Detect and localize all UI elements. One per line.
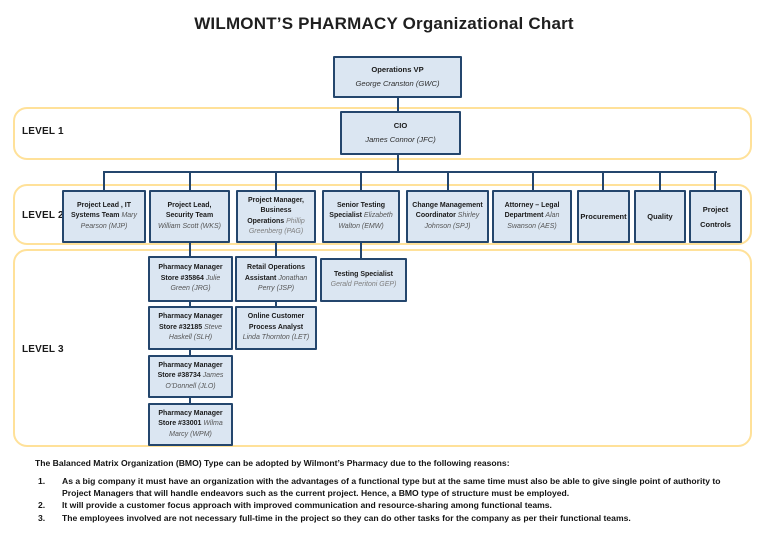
- org-box-jsp: Retail Operations Assistant Jonathan Per…: [235, 256, 317, 302]
- list-item: 2. It will provide a customer focus appr…: [38, 500, 750, 512]
- org-box-procurement: Procurement: [577, 190, 630, 243]
- level1-label: LEVEL 1: [22, 126, 64, 137]
- org-box-operations-vp: Operations VP George Cranston (GWC): [333, 56, 462, 98]
- connector-pag-l3: [275, 242, 277, 257]
- connector-drop-9: [714, 171, 716, 191]
- connector-vp-cio: [397, 98, 399, 112]
- org-box-pag: Project Manager, Business Operations Phi…: [236, 190, 316, 243]
- page-title: WILMONT’S PHARMACY Organizational Chart: [194, 14, 574, 33]
- notes-intro: The Balanced Matrix Organization (BMO) T…: [35, 458, 510, 468]
- org-box-jlo: Pharmacy Manager Store #38734 James O’Do…: [148, 355, 233, 398]
- org-box-gep: Testing Specialist Gerald Peritoni GEP): [320, 258, 407, 302]
- level1-band: [13, 107, 752, 160]
- org-box-aes: Attorney – Legal Department Alan Swanson…: [492, 190, 572, 243]
- connector-chain-4: [275, 301, 277, 307]
- org-box-let: Online Customer Process Analyst Linda Th…: [235, 306, 317, 350]
- list-item-text: It will provide a customer focus approac…: [62, 500, 552, 511]
- connector-drop-1: [103, 171, 105, 191]
- connector-drop-8: [659, 171, 661, 191]
- org-box-slh: Pharmacy Manager Store #32185 Steve Hask…: [148, 306, 233, 350]
- list-item-text: As a big company it must have an organiz…: [62, 476, 721, 498]
- connector-chain-3: [189, 397, 191, 404]
- level2-band: [13, 184, 752, 245]
- connector-drop-3: [275, 171, 277, 191]
- notes-list: 1. As a big company it must have an orga…: [38, 476, 750, 524]
- level3-band: [13, 249, 752, 447]
- connector-bus: [103, 171, 717, 173]
- connector-cio-bus: [397, 155, 399, 173]
- org-box-spj: Change Management Coordinator Shirley Jo…: [406, 190, 489, 243]
- list-item: 3. The employees involved are not necess…: [38, 513, 750, 525]
- connector-emw-l3: [360, 242, 362, 259]
- list-item: 1. As a big company it must have an orga…: [38, 476, 750, 499]
- list-item-number: 2.: [38, 500, 46, 511]
- org-box-wks: Project Lead, Security Team William Scot…: [149, 190, 230, 243]
- level3-label: LEVEL 3: [22, 344, 64, 355]
- level2-label: LEVEL 2: [22, 210, 64, 221]
- connector-drop-7: [602, 171, 604, 191]
- connector-wks-l3: [189, 242, 191, 257]
- org-box-project-controls: Project Controls: [689, 190, 742, 243]
- list-item-text: The employees involved are not necessary…: [62, 512, 631, 523]
- org-box-wpm: Pharmacy Manager Store #33001 Wilma Marc…: [148, 403, 233, 446]
- connector-drop-4: [360, 171, 362, 191]
- connector-chain-2: [189, 349, 191, 356]
- list-item-number: 3.: [38, 512, 46, 523]
- connector-drop-6: [532, 171, 534, 191]
- connector-drop-5: [447, 171, 449, 191]
- connector-chain-1: [189, 301, 191, 307]
- org-box-cio: CIO James Connor (JFC): [340, 111, 461, 155]
- org-box-quality: Quality: [634, 190, 686, 243]
- org-box-jrg: Pharmacy Manager Store #35864 Julie Gree…: [148, 256, 233, 302]
- list-item-number: 1.: [38, 476, 46, 486]
- connector-drop-2: [189, 171, 191, 191]
- org-box-mjp: Project Lead , IT Systems Team Mary Pear…: [62, 190, 146, 243]
- org-box-emw: Senior Testing Specialist Elizabeth Walt…: [322, 190, 400, 243]
